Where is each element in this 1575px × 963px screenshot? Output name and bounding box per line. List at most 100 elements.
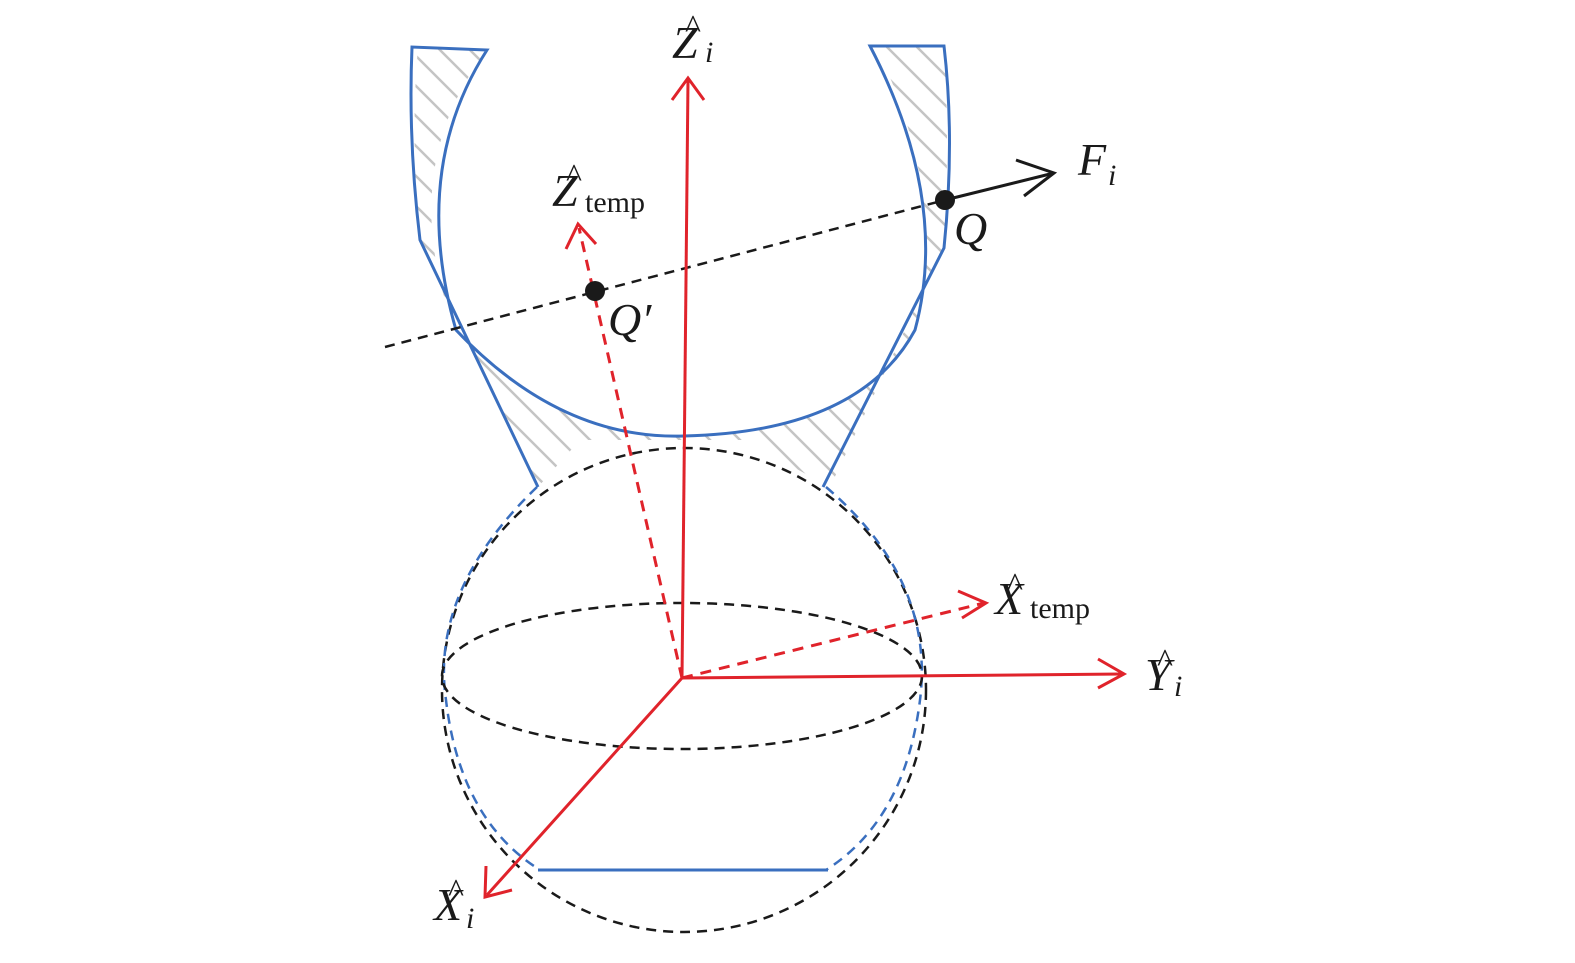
- svg-text:i: i: [1174, 670, 1182, 703]
- hatch-line: [869, 46, 947, 487]
- hatch-line: [1320, 0, 1575, 600]
- force-label: F i: [1077, 134, 1116, 192]
- x-axis-label: ^ X i: [432, 873, 474, 935]
- hatch-line: [1410, 0, 1575, 600]
- svg-text:^: ^: [1007, 567, 1023, 604]
- hatch-line: [1200, 0, 1575, 600]
- x-temp-label: ^ X temp: [993, 567, 1090, 625]
- hatch-line: [1530, 0, 1575, 600]
- hatch-line: [414, 46, 481, 487]
- hatch-line: [414, 46, 811, 487]
- hatch-line: [414, 46, 661, 487]
- hatch-line: [414, 46, 601, 487]
- svg-text:i: i: [1108, 159, 1116, 192]
- hatch-line: [0, 0, 60, 600]
- svg-text:i: i: [466, 902, 474, 935]
- hatch-line: [1170, 0, 1575, 600]
- hatch-line: [449, 46, 947, 487]
- hatch-line: [569, 46, 947, 487]
- hatch-line: [809, 46, 947, 487]
- hatch-line: [0, 0, 90, 600]
- svg-text:F: F: [1077, 134, 1107, 185]
- svg-text:X: X: [432, 879, 464, 930]
- svg-text:^: ^: [1157, 643, 1173, 680]
- hatch-line: [1470, 0, 1575, 600]
- hatch-line: [929, 46, 947, 487]
- point-q-prime: [585, 281, 605, 301]
- socket-outline: [409, 44, 951, 488]
- hatch-line: [414, 46, 511, 487]
- hatch-line: [414, 46, 451, 487]
- hatch-line: [414, 46, 901, 487]
- hatch-line: [0, 0, 360, 600]
- svg-text:i: i: [705, 36, 713, 69]
- hatch-line: [1440, 0, 1575, 600]
- hatch-line: [1140, 0, 1575, 600]
- z-axis-label: ^ Z i: [672, 9, 713, 69]
- hatch-line: [1260, 0, 1575, 600]
- svg-text:Z: Z: [552, 165, 578, 216]
- hatch-line: [1500, 0, 1575, 600]
- hatch-line: [1380, 0, 1575, 600]
- hatch-line: [659, 46, 947, 487]
- hatch-line: [0, 0, 240, 600]
- hatch-line: [960, 0, 1560, 600]
- force-line-of-action: [384, 198, 946, 349]
- hatch-line: [899, 46, 947, 487]
- svg-text:X: X: [993, 573, 1025, 624]
- hatch-line: [414, 46, 571, 487]
- z-axis: [670, 75, 706, 679]
- z-temp-axis: [564, 221, 684, 679]
- y-axis: [681, 657, 1128, 690]
- force-arrow: [944, 158, 1058, 202]
- hatch-line: [1560, 0, 1575, 600]
- hatch-line: [414, 46, 691, 487]
- svg-text:temp: temp: [1030, 592, 1090, 625]
- hatch-line: [0, 0, 180, 600]
- hatch-line: [414, 46, 781, 487]
- hatch-line: [1290, 0, 1575, 600]
- ball-sphere-visible-edge: [442, 486, 541, 872]
- hatch-line: [1350, 0, 1575, 600]
- hatch-line: [990, 0, 1575, 600]
- hatch-line: [479, 46, 947, 487]
- hatch-line: [0, 0, 330, 600]
- ball-sphere-visible-edge-right: [825, 486, 924, 872]
- hatch-line: [0, 0, 390, 600]
- svg-text:^: ^: [566, 158, 582, 195]
- hatch-line: [719, 46, 947, 487]
- hatch-line: [509, 46, 947, 487]
- svg-text:^: ^: [685, 9, 701, 46]
- hatch-line: [414, 46, 631, 487]
- point-q-prime-label: Q′: [608, 294, 652, 345]
- hatch-line: [414, 46, 841, 487]
- hatch-line: [0, 0, 150, 600]
- hatch-line: [839, 46, 947, 487]
- hatch-line: [1230, 0, 1575, 600]
- point-q: [935, 190, 955, 210]
- x-temp-axis: [681, 589, 990, 680]
- hatch-line: [1080, 0, 1575, 600]
- hatch-line: [414, 46, 871, 487]
- hatch-line: [0, 0, 300, 600]
- hatch-line: [749, 46, 947, 487]
- svg-text:Y: Y: [1145, 649, 1175, 700]
- svg-text:Z: Z: [672, 17, 698, 68]
- socket-hatching: [0, 0, 1575, 600]
- hatch-line: [1020, 0, 1575, 600]
- hatch-line: [1110, 0, 1575, 600]
- hatch-line: [1050, 0, 1575, 600]
- y-axis-label: ^ Y i: [1145, 643, 1182, 703]
- hatch-line: [0, 0, 120, 600]
- point-q-label: Q: [954, 203, 987, 254]
- svg-text:temp: temp: [585, 186, 645, 219]
- x-axis: [483, 676, 684, 899]
- hatch-line: [414, 46, 421, 487]
- hatch-line: [779, 46, 947, 487]
- hatch-line: [0, 0, 30, 600]
- svg-text:^: ^: [448, 873, 464, 910]
- hatch-line: [689, 46, 947, 487]
- z-temp-label: ^ Z temp: [552, 158, 645, 219]
- hatch-line: [0, 0, 210, 600]
